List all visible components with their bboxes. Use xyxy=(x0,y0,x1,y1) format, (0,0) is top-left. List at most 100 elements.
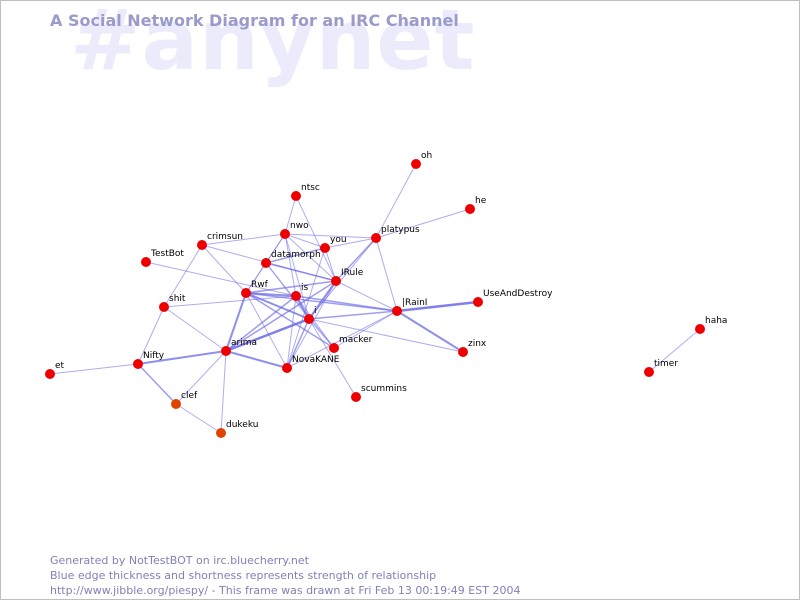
node-layer xyxy=(45,159,705,438)
node-shit[interactable] xyxy=(159,302,169,312)
node-label-clef: clef xyxy=(181,391,198,401)
edge-arima-Nifty xyxy=(137,350,227,365)
edge-ntsc-IRule xyxy=(295,195,337,282)
edge-is-NovaKANE xyxy=(286,295,297,369)
node-crimsun[interactable] xyxy=(197,240,207,250)
node-label-datamorph: datamorph xyxy=(271,250,321,260)
node-label-ntsc: ntsc xyxy=(301,183,320,193)
node-NovaKANE[interactable] xyxy=(282,363,292,373)
footer-generated-by: Generated by NotTestBOT on irc.bluecherr… xyxy=(50,554,309,567)
node-timer[interactable] xyxy=(644,367,654,377)
edge-is-shit xyxy=(163,295,297,308)
node-IRainI[interactable] xyxy=(392,306,402,316)
node-label-crimsun: crimsun xyxy=(207,232,243,242)
edge-platypus-IRainI xyxy=(375,237,398,312)
node-label-Nifty: Nifty xyxy=(143,351,165,361)
edge-arima-shit xyxy=(163,306,227,352)
node-he[interactable] xyxy=(465,204,475,214)
edge-nwo-is xyxy=(284,233,297,297)
edge-IRule-NovaKANE xyxy=(286,280,337,369)
node-i[interactable] xyxy=(304,314,314,324)
node-et[interactable] xyxy=(45,369,55,379)
edge-IRule-arima xyxy=(225,280,337,352)
node-scummins[interactable] xyxy=(351,392,361,402)
node-is[interactable] xyxy=(291,291,301,301)
edge-nwo-you xyxy=(284,233,326,249)
node-label-IRainI: |RainI xyxy=(402,298,427,308)
node-UseAndDestroy[interactable] xyxy=(473,297,483,307)
node-dukeku[interactable] xyxy=(216,428,226,438)
edge-i-macker xyxy=(308,318,335,349)
node-label-you: you xyxy=(330,235,347,245)
node-label-i: i xyxy=(314,306,317,316)
edge-Nifty-clef xyxy=(137,363,177,405)
node-label-dukeku: dukeku xyxy=(226,420,258,430)
footer: Generated by NotTestBOT on irc.bluecherr… xyxy=(50,553,520,598)
edge-datamorph-Rwf xyxy=(245,262,267,294)
node-label-timer: timer xyxy=(654,359,678,369)
edge-datamorph-macker xyxy=(265,262,335,349)
edge-IRule-IRainI xyxy=(335,280,398,312)
node-label-is: is xyxy=(301,283,309,293)
node-label-zinx: zinx xyxy=(468,339,487,349)
edge-arima-NovaKANE xyxy=(225,350,288,369)
edge-i-NovaKANE xyxy=(286,318,310,369)
edge-is-arima xyxy=(225,295,297,352)
edge-i-scummins xyxy=(308,318,357,398)
node-platypus[interactable] xyxy=(371,233,381,243)
footer-timestamp: http://www.jibble.org/piespy/ - This fra… xyxy=(50,584,521,597)
edge-nwo-IRule xyxy=(284,233,337,282)
edge-IRainI-zinx xyxy=(396,310,464,353)
node-oh[interactable] xyxy=(411,159,421,169)
edge-i-zinx xyxy=(308,318,464,353)
node-macker[interactable] xyxy=(329,343,339,353)
edge-IRule-Rwf xyxy=(245,280,337,294)
node-label-IRule: IRule xyxy=(341,268,364,278)
edge-you-datamorph xyxy=(265,247,326,264)
node-label-he: he xyxy=(475,196,487,206)
node-haha[interactable] xyxy=(695,324,705,334)
edge-arima-dukeku xyxy=(220,350,227,434)
edge-Rwf-i xyxy=(245,292,310,320)
node-label-platypus: platypus xyxy=(381,225,420,235)
node-label-oh: oh xyxy=(421,151,432,161)
edge-haha-timer xyxy=(648,328,701,373)
edge-nwo-platypus xyxy=(284,233,377,239)
edge-platypus-IRule xyxy=(335,237,377,282)
edge-nwo-crimsun xyxy=(201,233,286,246)
node-arima[interactable] xyxy=(221,346,231,356)
edge-IRainI-UseAndDestroy xyxy=(395,300,480,313)
edge-oh-platypus xyxy=(375,163,417,239)
edge-is-macker xyxy=(295,295,335,349)
node-Rwf[interactable] xyxy=(241,288,251,298)
node-label-haha: haha xyxy=(705,316,727,326)
edge-is-IRainI xyxy=(295,295,398,312)
node-label-UseAndDestroy: UseAndDestroy xyxy=(483,289,553,299)
edge-layer xyxy=(49,163,701,434)
node-TestBot[interactable] xyxy=(141,257,151,267)
node-label-nwo: nwo xyxy=(290,221,309,231)
node-datamorph[interactable] xyxy=(261,258,271,268)
node-ntsc[interactable] xyxy=(291,191,301,201)
node-Nifty[interactable] xyxy=(133,359,143,369)
edge-crimsun-shit xyxy=(163,244,203,308)
node-label-TestBot: TestBot xyxy=(150,249,184,259)
node-nwo[interactable] xyxy=(280,229,290,239)
edge-ntsc-nwo xyxy=(284,195,297,235)
edge-i-arima xyxy=(224,317,311,353)
node-zinx[interactable] xyxy=(458,347,468,357)
edge-nwo-i xyxy=(284,233,310,320)
edge-TestBot-is xyxy=(145,261,297,297)
edge-Nifty-et xyxy=(49,363,139,375)
node-label-arima: arima xyxy=(231,338,257,348)
node-clef[interactable] xyxy=(171,399,181,409)
edge-you-NovaKANE xyxy=(286,247,326,369)
edge-Rwf-macker xyxy=(245,292,335,349)
node-IRule[interactable] xyxy=(331,276,341,286)
node-label-macker: macker xyxy=(339,335,373,345)
diagram-title: A Social Network Diagram for an IRC Chan… xyxy=(50,11,459,30)
edge-he-platypus xyxy=(375,208,471,239)
edge-Rwf-arima xyxy=(225,292,247,352)
node-you[interactable] xyxy=(320,243,330,253)
